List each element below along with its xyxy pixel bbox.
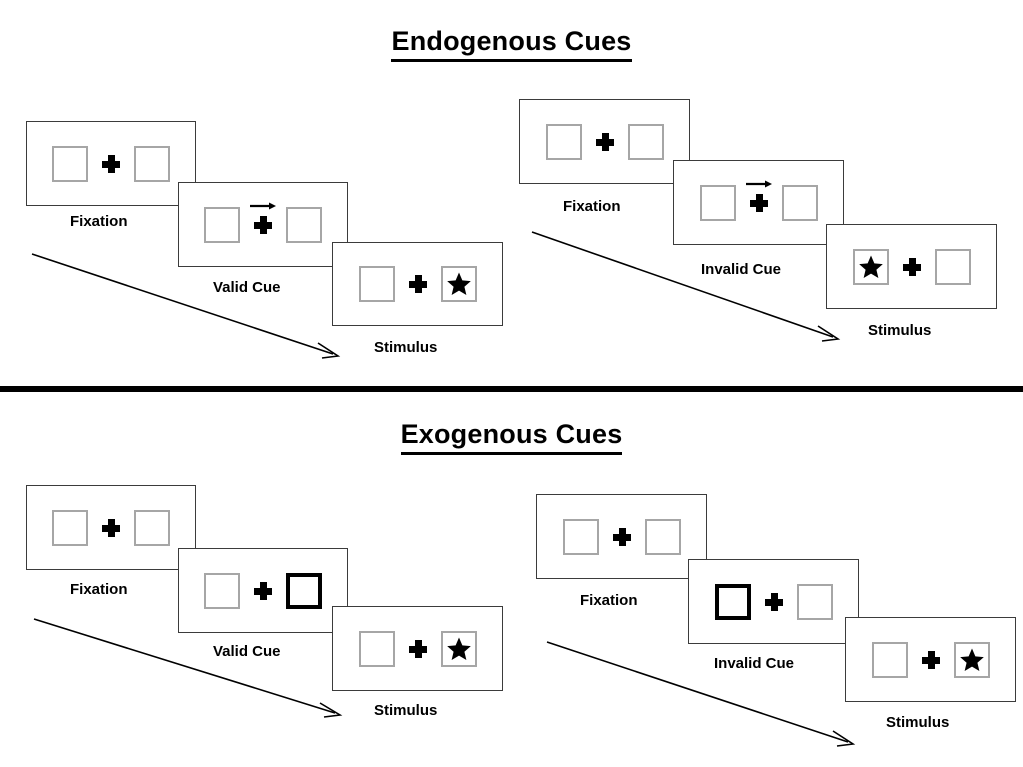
caption-endogenous-invalid-cue: Invalid Cue (701, 261, 782, 278)
section-title-exogenous-text: Exogenous Cues (400, 419, 623, 455)
caption-exogenous-valid-fixation: Fixation (70, 581, 128, 598)
panel-content (699, 180, 818, 221)
fixation-cross-wrap (612, 527, 631, 546)
panel-exogenous-invalid-fixation (536, 494, 707, 579)
caption-exogenous-invalid-fixation: Fixation (580, 592, 638, 609)
placeholder-box-left (545, 123, 582, 160)
placeholder-box-left (358, 266, 395, 302)
cued-box-left (714, 583, 751, 620)
caption-endogenous-valid-fixation: Fixation (70, 213, 128, 230)
arrow-right-icon (249, 201, 277, 213)
target-box-right (953, 641, 990, 678)
caption-endogenous-valid-stimulus: Stimulus (374, 339, 438, 356)
fixation-cross-wrap (921, 650, 940, 669)
placeholder-box-left (204, 572, 240, 609)
caption-endogenous-invalid-stimulus: Stimulus (868, 322, 932, 339)
panel-content (358, 266, 477, 302)
panel-exogenous-valid-cue (178, 548, 348, 633)
section-divider (0, 386, 1023, 392)
panel-content (852, 248, 971, 285)
caption-endogenous-invalid-fixation: Fixation (563, 198, 621, 215)
plus-icon (408, 639, 427, 658)
plus-icon (749, 193, 768, 212)
placeholder-box-right (627, 123, 664, 160)
panel-content (52, 145, 170, 182)
plus-icon (102, 154, 120, 173)
panel-content (871, 641, 990, 678)
panel-content (714, 583, 833, 620)
plus-icon (764, 592, 783, 611)
panel-content (358, 630, 477, 667)
placeholder-box-left (52, 509, 88, 546)
placeholder-box-right (134, 145, 170, 182)
placeholder-box-right (934, 248, 971, 285)
placeholder-box-left (562, 518, 599, 555)
panel-content (545, 123, 664, 160)
panel-content (204, 202, 322, 243)
panel-exogenous-valid-stimulus (332, 606, 503, 691)
caption-exogenous-invalid-stimulus: Stimulus (886, 714, 950, 731)
placeholder-box-left (699, 184, 736, 221)
fixation-cross-wrap (902, 257, 921, 276)
panel-endogenous-valid-fixation (26, 121, 196, 206)
star-icon (446, 271, 472, 297)
caption-exogenous-invalid-cue: Invalid Cue (714, 655, 795, 672)
diagonal-arrow-icon-exogenous-invalid (545, 638, 865, 753)
panel-exogenous-invalid-cue (688, 559, 859, 644)
caption-exogenous-valid-stimulus: Stimulus (374, 702, 438, 719)
panel-endogenous-invalid-fixation (519, 99, 690, 184)
fixation-cross-wrap (745, 180, 772, 212)
panel-endogenous-valid-cue (178, 182, 348, 267)
plus-icon (612, 527, 631, 546)
placeholder-box-right (644, 518, 681, 555)
star-icon (959, 647, 985, 673)
fixation-cross-wrap (250, 202, 276, 234)
panel-endogenous-invalid-stimulus (826, 224, 997, 309)
placeholder-box-right (286, 206, 322, 243)
cued-box-right (286, 572, 322, 609)
caption-exogenous-valid-cue: Valid Cue (213, 643, 281, 660)
panel-endogenous-valid-stimulus (332, 242, 503, 326)
plus-icon (254, 215, 272, 234)
fixation-cross-wrap (764, 592, 783, 611)
target-box-right (440, 266, 477, 302)
placeholder-box-right (134, 509, 170, 546)
placeholder-box-right (796, 583, 833, 620)
fixation-cross-wrap (595, 132, 614, 151)
fixation-cross-wrap (102, 154, 120, 173)
caption-endogenous-valid-cue: Valid Cue (213, 279, 281, 296)
panel-exogenous-invalid-stimulus (845, 617, 1016, 702)
placeholder-box-left (871, 641, 908, 678)
fixation-cross-wrap (408, 275, 427, 293)
fixation-cross-wrap (254, 581, 272, 600)
placeholder-box-left (52, 145, 88, 182)
plus-icon (102, 518, 120, 537)
panel-exogenous-valid-fixation (26, 485, 196, 570)
plus-icon (921, 650, 940, 669)
section-title-endogenous-text: Endogenous Cues (391, 26, 632, 62)
fixation-cross-wrap (102, 518, 120, 537)
panel-endogenous-invalid-cue (673, 160, 844, 245)
panel-content (52, 509, 170, 546)
plus-icon (254, 581, 272, 600)
fixation-cross-wrap (408, 639, 427, 658)
target-box-right (440, 630, 477, 667)
plus-icon (408, 275, 427, 293)
target-box-left (852, 248, 889, 285)
diagonal-arrow-icon-endogenous-valid (30, 250, 350, 365)
placeholder-box-left (204, 206, 240, 243)
arrow-right-icon (745, 179, 773, 191)
plus-icon (902, 257, 921, 276)
plus-icon (595, 132, 614, 151)
placeholder-box-left (358, 630, 395, 667)
diagonal-arrow-icon-endogenous-invalid (530, 228, 850, 348)
placeholder-box-right (781, 184, 818, 221)
section-title-endogenous: Endogenous Cues (0, 26, 1023, 62)
section-title-exogenous: Exogenous Cues (0, 419, 1023, 455)
panel-content (562, 518, 681, 555)
panel-content (204, 572, 322, 609)
star-icon (858, 254, 884, 280)
star-icon (446, 636, 472, 662)
